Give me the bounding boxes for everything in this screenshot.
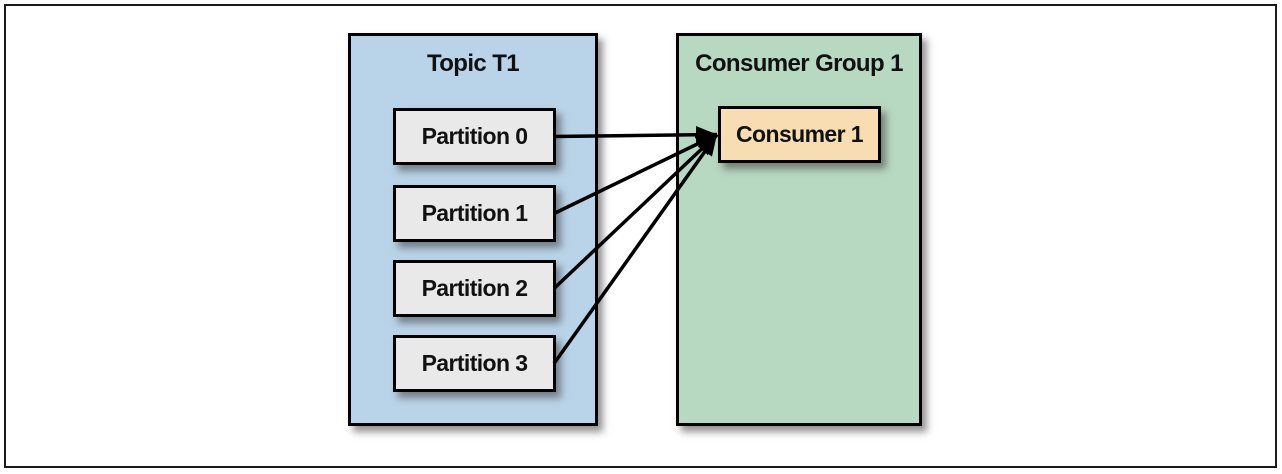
partition-box: Partition 1: [393, 185, 556, 242]
topic-title: Topic T1: [426, 50, 520, 77]
consumer-label: Consumer 1: [736, 121, 864, 147]
partition-box: Partition 2: [393, 260, 556, 317]
partition-label: Partition 0: [421, 123, 528, 149]
partition-label: Partition 3: [421, 350, 528, 376]
partition-box: Partition 3: [393, 335, 556, 392]
topic-box: Topic T1 Partition 0 Partition 1 Partiti…: [348, 33, 598, 426]
consumer-group-box: Consumer Group 1 Consumer 1: [676, 33, 922, 426]
consumer-group-title: Consumer Group 1: [695, 50, 903, 77]
consumer-box: Consumer 1: [718, 106, 881, 163]
partition-label: Partition 2: [421, 275, 528, 301]
partition-label: Partition 1: [421, 200, 528, 226]
partition-box: Partition 0: [393, 108, 556, 165]
diagram-frame: [4, 4, 1277, 468]
